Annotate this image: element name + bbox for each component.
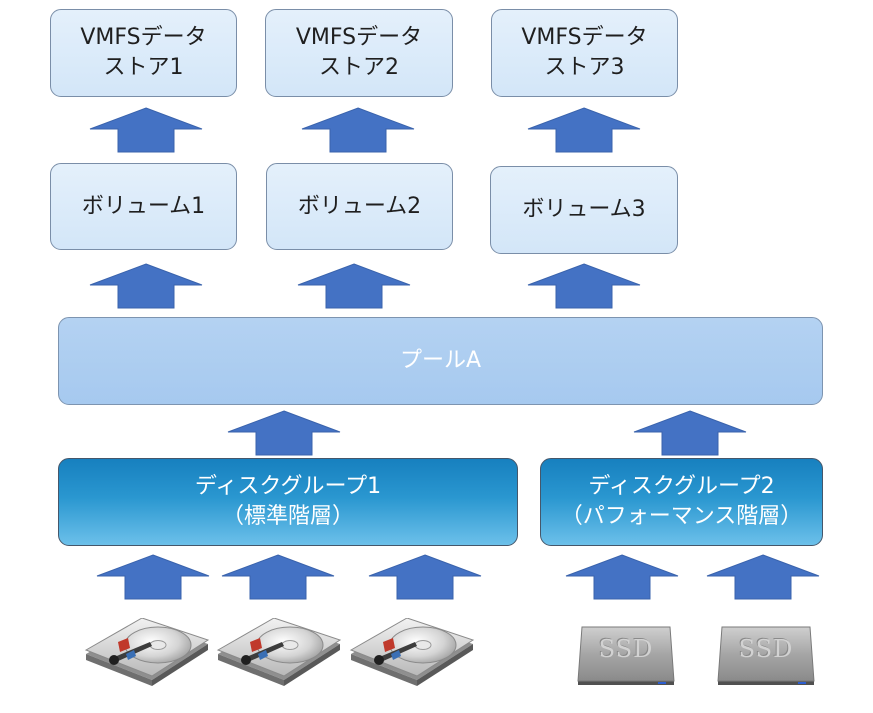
datastore-1: VMFSデータ ストア1 [50, 9, 237, 97]
datastore-2-line1: VMFSデータ [295, 25, 423, 50]
up-arrow-icon [633, 410, 747, 456]
pool-label: プールA [399, 348, 482, 373]
datastore-2-line2: ストア2 [319, 55, 399, 80]
disk-group-1-line2: （標準階層） [221, 504, 354, 529]
up-arrow-icon [89, 107, 203, 153]
hard-disk-drive-icon [345, 618, 479, 688]
datastore-3: VMFSデータ ストア3 [491, 9, 678, 97]
datastore-3-line2: ストア3 [544, 55, 625, 80]
pool-a: プールA [58, 317, 823, 405]
datastore-1-line2: ストア1 [103, 55, 184, 80]
ssd-label: SSD [738, 635, 794, 663]
hard-disk-drive-icon [80, 618, 214, 688]
volume-3: ボリューム3 [490, 166, 678, 254]
up-arrow-icon [301, 107, 415, 153]
up-arrow-icon [706, 554, 820, 600]
disk-group-2: ディスクグループ2 （パフォーマンス階層） [540, 458, 823, 546]
up-arrow-icon [89, 263, 203, 309]
up-arrow-icon [527, 107, 641, 153]
datastore-1-line1: VMFSデータ [80, 25, 207, 50]
disk-group-1-line1: ディスクグループ1 [194, 474, 382, 499]
up-arrow-icon [368, 554, 482, 600]
up-arrow-icon [96, 554, 210, 600]
datastore-2: VMFSデータ ストア2 [265, 9, 453, 97]
volume-1: ボリューム1 [50, 163, 237, 250]
disk-group-1: ディスクグループ1 （標準階層） [58, 458, 518, 546]
volume-2-label: ボリューム2 [297, 193, 422, 219]
ssd-drive-2: SSD [714, 625, 818, 689]
ssd-label: SSD [598, 635, 654, 663]
up-arrow-icon [221, 554, 335, 600]
datastore-3-line1: VMFSデータ [521, 25, 648, 50]
up-arrow-icon [297, 263, 411, 309]
volume-1-label: ボリューム1 [81, 193, 206, 219]
up-arrow-icon [227, 410, 341, 456]
volume-3-label: ボリューム3 [522, 197, 646, 222]
volume-2: ボリューム2 [266, 163, 453, 250]
disk-group-2-line2: （パフォーマンス階層） [560, 504, 803, 529]
hard-disk-drive-icon [212, 618, 346, 688]
disk-group-2-line1: ディスクグループ2 [588, 474, 775, 499]
ssd-drive-1: SSD [574, 625, 678, 689]
up-arrow-icon [527, 263, 641, 309]
up-arrow-icon [565, 554, 679, 600]
